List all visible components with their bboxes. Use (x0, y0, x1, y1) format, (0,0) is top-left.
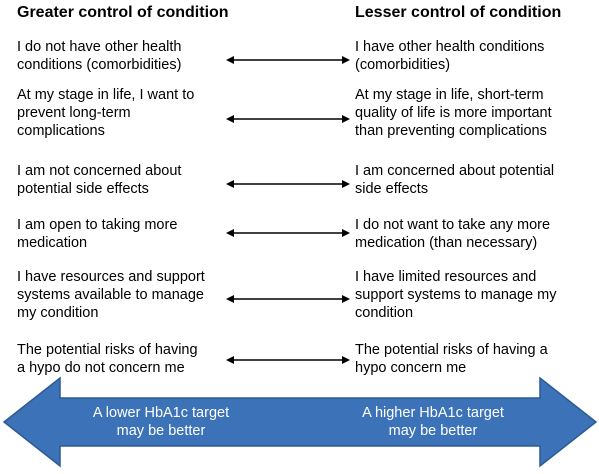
lower-target-text: A lower HbA1c target may be better (92, 405, 230, 439)
row-1-left-text: I do not have other health conditions (c… (17, 39, 182, 73)
row-5-right-text: I have limited resources and support sys… (355, 269, 557, 321)
row-4-right-text: I do not want to take any more medicatio… (355, 217, 551, 251)
row-6-right-text: The potential risks of having a hypo con… (355, 342, 548, 376)
double-arrow-icon (226, 229, 350, 237)
double-arrow-icon (226, 115, 350, 123)
header-greater-control: Greater control of condition (17, 4, 229, 21)
double-arrow-icon (226, 180, 350, 188)
row-2-right-text: At my stage in life, short-term quality … (355, 87, 552, 139)
header-lesser-control: Lesser control of condition (355, 4, 562, 21)
row-2-left-text: At my stage in life, I want to prevent l… (17, 87, 195, 139)
row-4-left-text: I am open to taking more medication (17, 217, 178, 251)
row-3-left-text: I am not concerned about potential side … (17, 163, 182, 197)
double-arrow-icon (226, 295, 350, 303)
row-3-right-text: I am concerned about potential side effe… (355, 163, 555, 197)
row-5-left-text: I have resources and support systems ava… (17, 269, 205, 321)
double-arrow-icon (226, 56, 350, 64)
double-arrow-icon (226, 356, 350, 364)
higher-target-text: A higher HbA1c target may be better (362, 405, 504, 439)
row-6-left-text: The potential risks of having a hypo do … (17, 342, 198, 376)
hba1c-target-arrow (2, 376, 598, 468)
row-1-right-text: I have other health conditions (comorbid… (355, 39, 545, 73)
